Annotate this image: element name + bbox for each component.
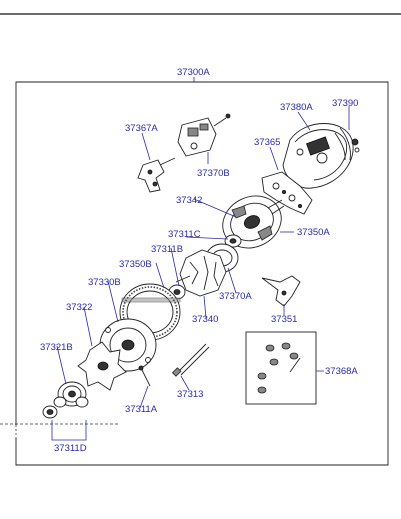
- part-brush-holder: [261, 171, 313, 215]
- part-nut-washer: [42, 405, 58, 419]
- label-37350B: 37350B: [119, 259, 152, 270]
- part-labels: 37300A 37380A 37390 37367A 37365 37370B …: [40, 67, 358, 454]
- label-37367A: 37367A: [125, 123, 158, 134]
- part-through-bolt: [171, 343, 210, 377]
- assembly-frame: [0, 81, 389, 466]
- label-37380A: 37380A: [280, 102, 313, 113]
- label-37370B: 37370B: [197, 168, 230, 179]
- part-pulley: [53, 381, 89, 408]
- label-37340: 37340: [192, 314, 218, 325]
- label-37311C: 37311C: [168, 229, 201, 240]
- label-37342: 37342: [176, 195, 202, 206]
- label-37313: 37313: [177, 389, 203, 400]
- label-37321B: 37321B: [40, 342, 73, 353]
- part-rear-bracket: [222, 195, 285, 249]
- label-37365: 37365: [254, 137, 280, 148]
- label-37311A: 37311A: [125, 404, 158, 415]
- part-regulator-bracket: [137, 157, 176, 193]
- label-37311D: 37311D: [54, 443, 87, 454]
- label-37322: 37322: [66, 302, 92, 313]
- part-screw-311a: [138, 365, 151, 387]
- part-fan: [77, 341, 127, 391]
- part-bracket-351: [261, 275, 301, 307]
- label-37368A: 37368A: [325, 366, 358, 377]
- label-37370A: 37370A: [219, 291, 252, 302]
- label-37390: 37390: [332, 98, 358, 109]
- part-clips: [334, 127, 360, 161]
- label-37311B: 37311B: [151, 244, 183, 255]
- part-rear-cover: [282, 123, 354, 189]
- label-37300A: 37300A: [177, 67, 210, 78]
- label-37351: 37351: [271, 314, 297, 325]
- part-rotor: [175, 249, 227, 297]
- label-37350A: 37350A: [297, 227, 330, 238]
- part-hardware-kit: [245, 331, 317, 405]
- leader-lines: [51, 77, 350, 441]
- part-bearing-c: [224, 234, 242, 248]
- part-regulator: [177, 113, 231, 157]
- label-37330B: 37330B: [88, 277, 121, 288]
